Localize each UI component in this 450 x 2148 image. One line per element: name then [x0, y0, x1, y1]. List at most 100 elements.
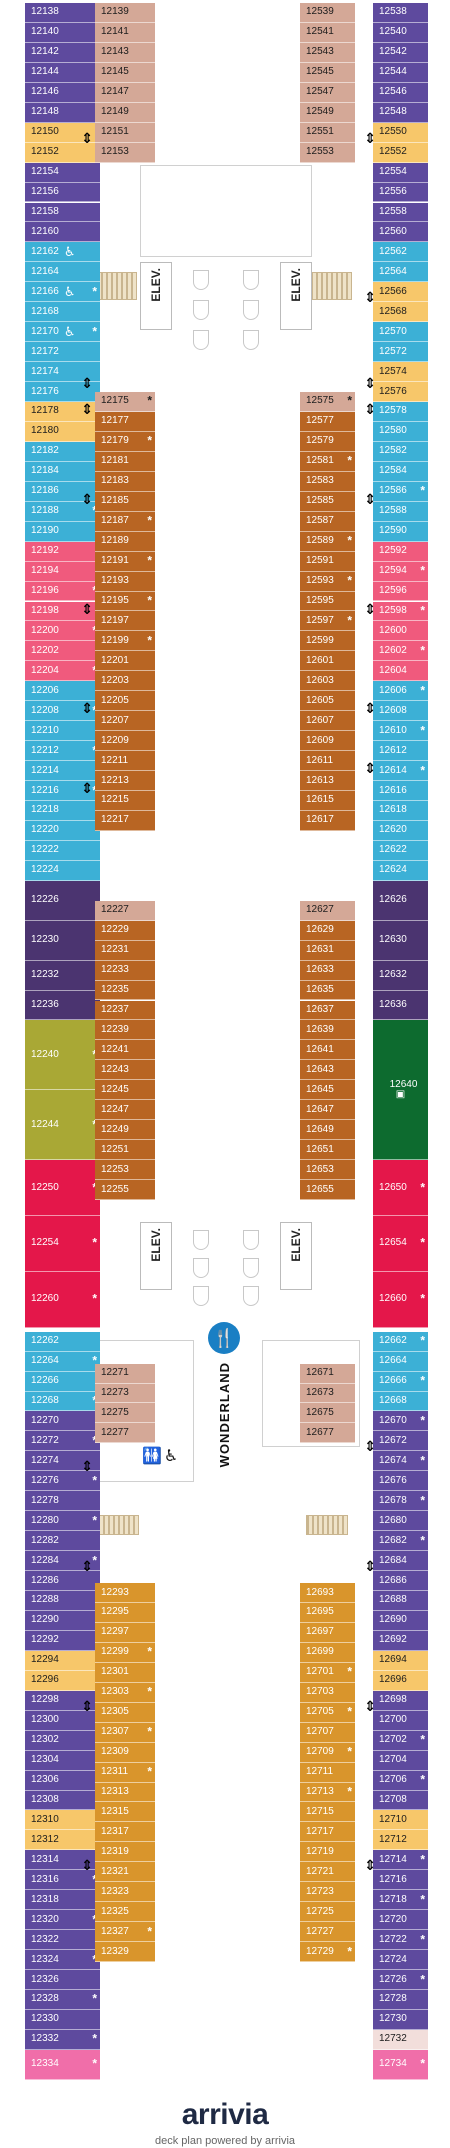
cabin-12693[interactable]: 12693 [300, 1583, 355, 1603]
cabin-12323[interactable]: 12323 [95, 1882, 155, 1903]
cabin-12253[interactable]: 12253 [95, 1160, 155, 1181]
cabin-12713[interactable]: 12713* [300, 1782, 355, 1803]
cabin-12296[interactable]: 12296 [25, 1670, 100, 1691]
cabin-12641[interactable]: 12641 [300, 1040, 355, 1061]
cabin-12319[interactable]: 12319 [95, 1842, 155, 1863]
cabin-12199[interactable]: 12199* [95, 631, 155, 652]
cabin-12701[interactable]: 12701* [300, 1662, 355, 1683]
cabin-12576[interactable]: 12576 [373, 382, 428, 402]
cabin-12579[interactable]: 12579 [300, 431, 355, 452]
cabin-12572[interactable]: 12572 [373, 342, 428, 363]
cabin-12194[interactable]: 12194 [25, 561, 100, 582]
cabin-12637[interactable]: 12637 [300, 1000, 355, 1021]
cabin-12184[interactable]: 12184 [25, 461, 100, 482]
cabin-12655[interactable]: 12655 [300, 1180, 355, 1200]
cabin-12153[interactable]: 12153 [95, 142, 155, 163]
cabin-12274[interactable]: 12274 [25, 1451, 100, 1472]
cabin-12307[interactable]: 12307* [95, 1722, 155, 1743]
cabin-12672[interactable]: 12672 [373, 1431, 428, 1452]
cabin-12647[interactable]: 12647 [300, 1100, 355, 1121]
cabin-12640[interactable]: 12640 ▣ [373, 1020, 428, 1161]
cabin-12649[interactable]: 12649 [300, 1120, 355, 1141]
cabin-12297[interactable]: 12297 [95, 1622, 155, 1643]
cabin-12538[interactable]: 12538 [373, 3, 428, 23]
cabin-12686[interactable]: 12686 [373, 1571, 428, 1591]
cabin-12203[interactable]: 12203 [95, 671, 155, 692]
cabin-12240[interactable]: 12240* [25, 1020, 100, 1091]
cabin-12311[interactable]: 12311* [95, 1762, 155, 1783]
cabin-12558[interactable]: 12558 [373, 202, 428, 223]
cabin-12304[interactable]: 12304 [25, 1750, 100, 1771]
cabin-12668[interactable]: 12668 [373, 1391, 428, 1412]
cabin-12218[interactable]: 12218 [25, 801, 100, 821]
cabin-12680[interactable]: 12680 [373, 1511, 428, 1532]
cabin-12699[interactable]: 12699 [300, 1642, 355, 1663]
cabin-12278[interactable]: 12278 [25, 1491, 100, 1512]
cabin-12676[interactable]: 12676 [373, 1471, 428, 1492]
cabin-12150[interactable]: 12150 [25, 122, 100, 143]
cabin-12314[interactable]: 12314 [25, 1850, 100, 1871]
cabin-12707[interactable]: 12707 [300, 1722, 355, 1743]
cabin-12728[interactable]: 12728 [373, 1990, 428, 2010]
cabin-12645[interactable]: 12645 [300, 1080, 355, 1101]
cabin-12144[interactable]: 12144 [25, 62, 100, 83]
cabin-12703[interactable]: 12703 [300, 1682, 355, 1703]
cabin-12675[interactable]: 12675 [300, 1403, 355, 1424]
cabin-12301[interactable]: 12301 [95, 1662, 155, 1683]
cabin-12602[interactable]: 12602* [373, 641, 428, 662]
cabin-12189[interactable]: 12189 [95, 531, 155, 552]
cabin-12220[interactable]: 12220 [25, 820, 100, 841]
cabin-12176[interactable]: 12176 [25, 382, 100, 402]
cabin-12275[interactable]: 12275 [95, 1403, 155, 1424]
cabin-12260[interactable]: 12260* [25, 1271, 100, 1328]
cabin-12635[interactable]: 12635 [300, 980, 355, 1001]
cabin-12725[interactable]: 12725 [300, 1902, 355, 1923]
cabin-12295[interactable]: 12295 [95, 1602, 155, 1623]
cabin-12302[interactable]: 12302 [25, 1730, 100, 1751]
cabin-12705[interactable]: 12705* [300, 1702, 355, 1723]
cabin-12592[interactable]: 12592 [373, 541, 428, 562]
cabin-12643[interactable]: 12643 [300, 1060, 355, 1081]
cabin-12719[interactable]: 12719 [300, 1842, 355, 1863]
cabin-12589[interactable]: 12589* [300, 531, 355, 552]
cabin-12604[interactable]: 12604 [373, 661, 428, 682]
cabin-12271[interactable]: 12271 [95, 1363, 155, 1384]
cabin-12179[interactable]: 12179* [95, 431, 155, 452]
cabin-12298[interactable]: 12298 [25, 1690, 100, 1711]
cabin-12334[interactable]: 12334* [25, 2049, 100, 2080]
cabin-12575[interactable]: 12575* [300, 392, 355, 412]
cabin-12546[interactable]: 12546 [373, 82, 428, 103]
cabin-12233[interactable]: 12233 [95, 960, 155, 981]
cabin-12650[interactable]: 12650* [373, 1160, 428, 1216]
cabin-12548[interactable]: 12548 [373, 102, 428, 123]
cabin-12143[interactable]: 12143 [95, 42, 155, 63]
cabin-12214[interactable]: 12214 [25, 761, 100, 782]
cabin-12720[interactable]: 12720 [373, 1910, 428, 1931]
cabin-12549[interactable]: 12549 [300, 102, 355, 123]
cabin-12213[interactable]: 12213 [95, 771, 155, 791]
cabin-12170[interactable]: 12170♿* [25, 322, 100, 343]
cabin-12730[interactable]: 12730 [373, 2009, 428, 2030]
cabin-12183[interactable]: 12183 [95, 471, 155, 492]
cabin-12556[interactable]: 12556 [373, 182, 428, 203]
cabin-12191[interactable]: 12191* [95, 551, 155, 572]
cabin-12610[interactable]: 12610* [373, 721, 428, 742]
cabin-12551[interactable]: 12551 [300, 122, 355, 143]
cabin-12545[interactable]: 12545 [300, 62, 355, 83]
cabin-12690[interactable]: 12690 [373, 1610, 428, 1631]
cabin-12586[interactable]: 12586* [373, 481, 428, 502]
cabin-12674[interactable]: 12674* [373, 1451, 428, 1472]
cabin-12584[interactable]: 12584 [373, 461, 428, 482]
cabin-12316[interactable]: 12316* [25, 1870, 100, 1891]
cabin-12237[interactable]: 12237 [95, 1000, 155, 1021]
cabin-12186[interactable]: 12186 [25, 481, 100, 502]
cabin-12715[interactable]: 12715 [300, 1802, 355, 1823]
cabin-12587[interactable]: 12587 [300, 511, 355, 532]
cabin-12151[interactable]: 12151 [95, 122, 155, 143]
cabin-12273[interactable]: 12273 [95, 1383, 155, 1404]
cabin-12578[interactable]: 12578 [373, 402, 428, 422]
cabin-12673[interactable]: 12673 [300, 1383, 355, 1404]
cabin-12633[interactable]: 12633 [300, 960, 355, 981]
cabin-12216[interactable]: 12216* [25, 781, 100, 801]
cabin-12178[interactable]: 12178 [25, 402, 100, 422]
